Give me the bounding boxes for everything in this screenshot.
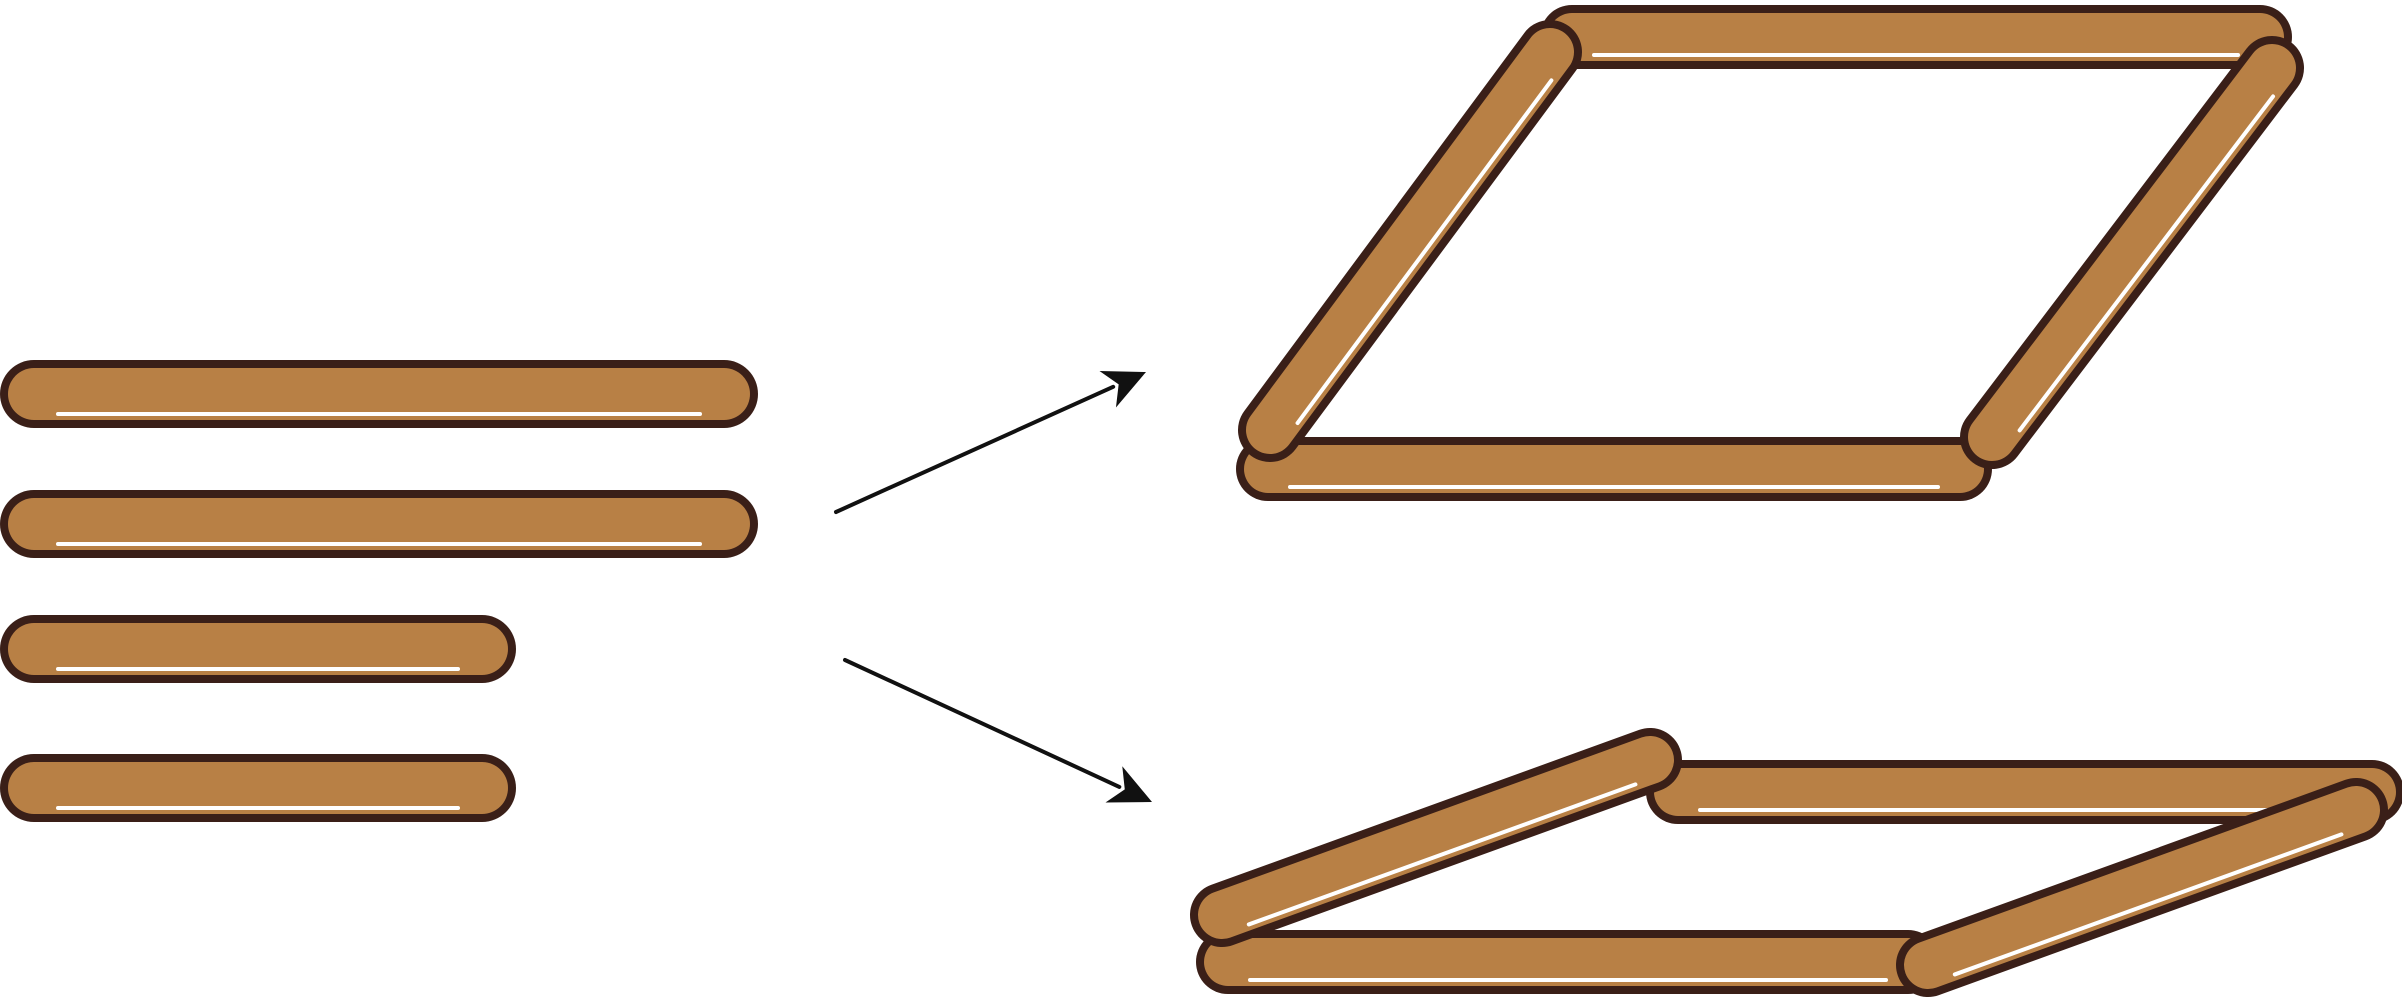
para-right-stick bbox=[1896, 778, 2388, 997]
arrow-to-rhombus-frame bbox=[834, 371, 1146, 514]
rhombus-frame bbox=[1236, 5, 2304, 501]
arrows-group bbox=[834, 371, 1152, 803]
parallelogram-frame bbox=[1190, 728, 2402, 997]
long-stick-1 bbox=[0, 360, 758, 428]
short-stick-2 bbox=[0, 754, 516, 822]
rhombus-bottom-stick bbox=[1236, 437, 1992, 501]
short-stick-1 bbox=[0, 615, 516, 683]
rhombus-top-stick bbox=[1540, 5, 2292, 69]
para-bottom-stick bbox=[1196, 930, 1940, 994]
para-left-stick bbox=[1190, 728, 1682, 947]
loose-sticks-group bbox=[0, 360, 758, 822]
rhombus-left-stick bbox=[1238, 20, 1582, 462]
para-top-stick bbox=[1646, 760, 2402, 824]
long-stick-2 bbox=[0, 490, 758, 558]
rhombus-right-stick bbox=[1960, 36, 2304, 469]
arrow-to-parallelogram-frame bbox=[843, 658, 1152, 803]
